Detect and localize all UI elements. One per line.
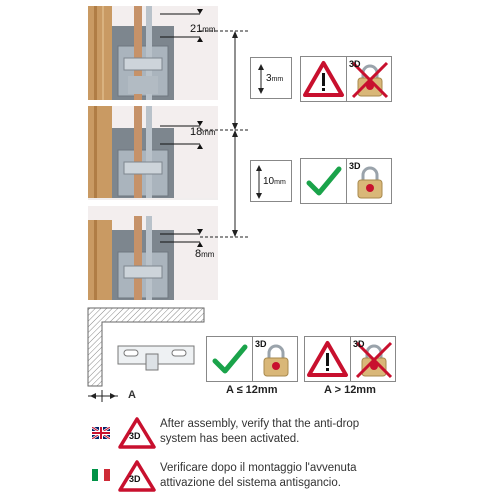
instruction-line: Verificare dopo il montaggio l'avvenuta bbox=[160, 462, 357, 474]
padlock-icon: 3D bbox=[252, 337, 297, 381]
checkmark-icon bbox=[301, 159, 346, 203]
dimension-a-label: A bbox=[128, 389, 136, 401]
gap-label-lower: 10mm bbox=[263, 176, 286, 187]
badge-3d-text: 3D bbox=[255, 339, 267, 349]
installation-diagram bbox=[87, 307, 205, 387]
badge-3d-text: 3D bbox=[129, 431, 141, 441]
gap-value: 3 bbox=[266, 73, 272, 84]
instruction-english: After assembly, verify that the anti-dro… bbox=[160, 417, 359, 447]
instruction-italian: Verificare dopo il montaggio l'avvenuta … bbox=[160, 461, 357, 491]
warning-pair-diagram: 3D bbox=[304, 336, 396, 382]
warning-3d-icon bbox=[118, 460, 156, 492]
dimension-label-top: 21mm bbox=[190, 23, 216, 35]
dimension-unit: mm bbox=[202, 128, 216, 137]
dimension-label-bottom: 8mm bbox=[195, 248, 214, 260]
gap-box-upper: 3mm bbox=[250, 57, 292, 99]
warning-caption: A > 12mm bbox=[324, 384, 376, 396]
ok-pair-diagram: 3D bbox=[206, 336, 298, 382]
badge-3d-text: 3D bbox=[353, 339, 365, 349]
arrow-icon bbox=[258, 64, 264, 94]
padlock-icon: 3D bbox=[346, 159, 391, 203]
instruction-line: attivazione del sistema antisgancio. bbox=[160, 477, 341, 489]
uk-flag-icon bbox=[92, 427, 110, 439]
badge-3d-text: 3D bbox=[129, 474, 141, 484]
dimension-value: 8 bbox=[195, 248, 202, 260]
padlock-crossed-icon: 3D bbox=[346, 57, 391, 101]
dimension-label-middle: 18mm bbox=[190, 126, 216, 138]
ok-pair-lower: 3D bbox=[300, 158, 392, 204]
warning-triangle-icon bbox=[301, 57, 346, 101]
photo-bottom bbox=[88, 206, 218, 300]
checkmark-icon bbox=[207, 337, 252, 381]
warning-triangle-icon bbox=[305, 337, 350, 381]
dimension-value: 21 bbox=[190, 23, 203, 35]
dimension-unit: mm bbox=[202, 25, 216, 34]
gap-unit: mm bbox=[271, 76, 284, 83]
italy-flag-icon bbox=[92, 469, 110, 481]
padlock-crossed-icon: 3D bbox=[350, 337, 395, 381]
instruction-line: After assembly, verify that the anti-dro… bbox=[160, 418, 360, 430]
gap-label-upper: 3mm bbox=[266, 73, 283, 84]
dimension-unit: mm bbox=[201, 250, 215, 259]
photo-middle bbox=[88, 106, 218, 200]
gap-value: 10 bbox=[263, 176, 275, 187]
gap-box-lower: 10mm bbox=[250, 160, 292, 202]
dimension-a-arrow bbox=[88, 390, 118, 402]
gap-unit: mm bbox=[274, 179, 286, 186]
arrow-icon bbox=[256, 165, 262, 199]
badge-3d-text: 3D bbox=[349, 59, 361, 69]
dimension-value: 18 bbox=[190, 126, 203, 138]
ok-caption: A ≤ 12mm bbox=[226, 384, 278, 396]
instruction-line: system has been activated. bbox=[160, 433, 300, 445]
warning-3d-icon bbox=[118, 417, 156, 449]
photo-top bbox=[88, 6, 218, 100]
badge-3d-text: 3D bbox=[349, 161, 361, 171]
warning-pair-upper: 3D bbox=[300, 56, 392, 102]
